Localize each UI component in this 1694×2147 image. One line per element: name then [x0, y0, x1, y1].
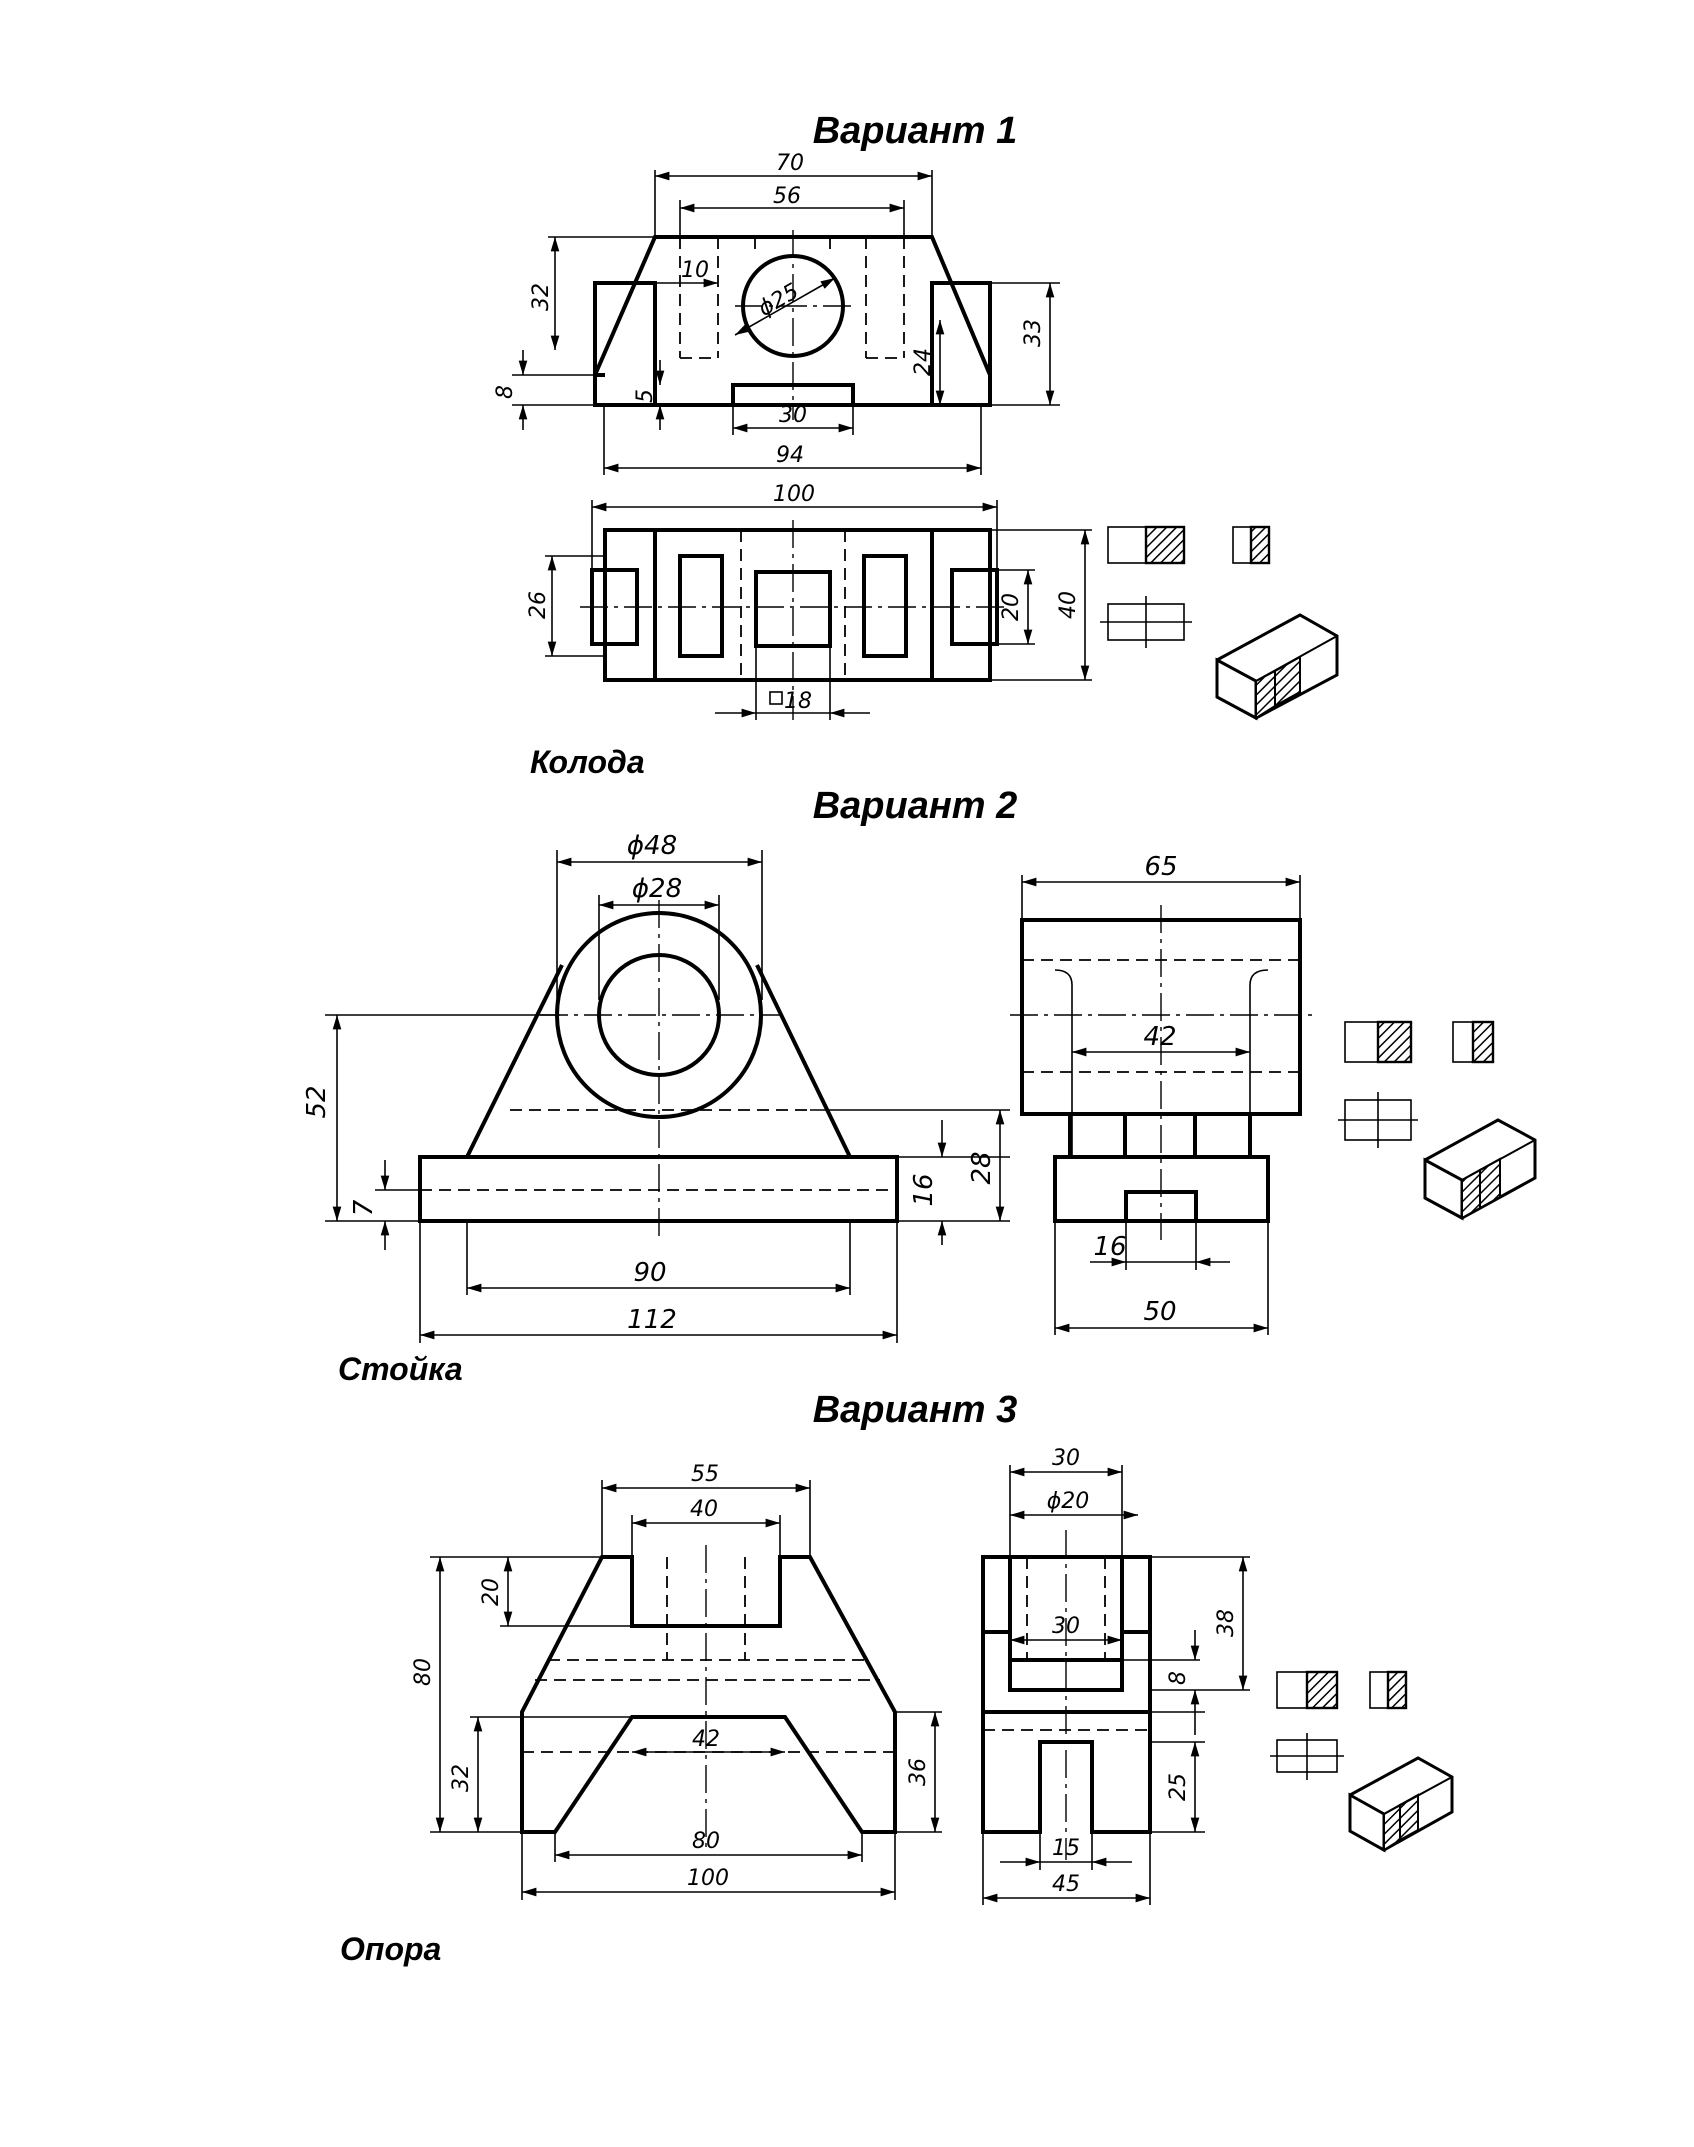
- v2-dim-7: 7: [349, 1199, 379, 1216]
- v1-dim-26: 26: [526, 591, 551, 619]
- variant-2-heading: Вариант 2: [813, 785, 1018, 827]
- v3-dim-55: 55: [691, 1462, 719, 1487]
- v2-section-icons: [1338, 1020, 1537, 1221]
- v2-dim-28c: ϕ28: [632, 874, 682, 904]
- v3-dim-30b: 30: [1052, 1614, 1080, 1639]
- v1-dim-94: 94: [776, 443, 804, 468]
- v1-dim-40: 40: [1056, 591, 1081, 619]
- variant-3: Вариант 3 55 40 20 80 32: [340, 1389, 1454, 1967]
- v2-dim-16a: 16: [909, 1173, 939, 1206]
- v2-dim-112: 112: [627, 1305, 677, 1335]
- v3-dim-45: 45: [1052, 1872, 1080, 1897]
- v1-dim-32: 32: [529, 283, 554, 311]
- v3-dim-20c: ϕ20: [1047, 1489, 1090, 1514]
- v1-dim-100: 100: [773, 482, 815, 507]
- v3-dim-80: 80: [692, 1829, 720, 1854]
- v3-dim-8: 8: [1166, 1671, 1191, 1685]
- variant-2-part-name: Стойка: [338, 1351, 463, 1387]
- v3-dim-80v: 80: [411, 1658, 436, 1686]
- v2-dim-48: ϕ48: [627, 831, 677, 861]
- v3-dim-36: 36: [906, 1758, 931, 1786]
- v2-front-view: ϕ48 ϕ28 52 7 16 28 90: [302, 831, 1010, 1343]
- variant-3-part-name: Опора: [340, 1931, 441, 1967]
- v2-dim-90: 90: [633, 1258, 666, 1288]
- v3-front-view: 55 40 20 80 32 36 42 80: [411, 1462, 942, 1900]
- v1-dim-70: 70: [776, 151, 804, 176]
- v1-iso-block-icon: [1215, 613, 1339, 721]
- v1-dim-8: 8: [493, 385, 518, 399]
- v3-dim-15: 15: [1052, 1836, 1080, 1861]
- v2-dim-52: 52: [302, 1085, 332, 1118]
- v1-dim-30: 30: [779, 403, 807, 428]
- v2-dim-65: 65: [1144, 852, 1177, 882]
- v1-dim-18: 18: [784, 689, 812, 714]
- v1-top-view: 100 26 20 40 18: [526, 482, 1092, 720]
- v1-dim-5: 5: [633, 389, 658, 403]
- v3-dim-20: 20: [479, 1578, 504, 1606]
- v2-dim-42: 42: [1143, 1022, 1176, 1052]
- v1-dim-10: 10: [681, 258, 709, 283]
- v3-dim-30a: 30: [1052, 1446, 1080, 1471]
- v1-dim-33: 33: [1021, 319, 1046, 347]
- v1-section-icons: [1100, 525, 1339, 721]
- v2-dim-16b: 16: [1093, 1232, 1126, 1262]
- v2-iso-block-icon: [1423, 1118, 1537, 1221]
- v3-dim-42: 42: [692, 1727, 720, 1752]
- v3-dim-40: 40: [690, 1497, 718, 1522]
- v2-side-view: 65 42 16 50: [1010, 852, 1312, 1335]
- v2-dim-50: 50: [1143, 1297, 1176, 1327]
- v3-dim-38: 38: [1214, 1609, 1239, 1637]
- variant-3-heading: Вариант 3: [813, 1389, 1018, 1431]
- v1-front-view: 70 56 10 ϕ25 32 33 24 8 5: [493, 151, 1060, 475]
- v1-dim-24: 24: [911, 348, 936, 376]
- v3-dim-25: 25: [1166, 1773, 1191, 1801]
- v3-section-icons: [1270, 1670, 1454, 1853]
- variant-2: Вариант 2 ϕ48 ϕ28 52 7: [302, 785, 1537, 1387]
- v1-dim-56: 56: [773, 184, 801, 209]
- v1-dim-20: 20: [999, 593, 1024, 621]
- v3-side-view: 30 ϕ20 30 38 8 25 15: [981, 1446, 1250, 1905]
- v1-dim-25: ϕ25: [754, 279, 803, 322]
- v3-dim-32: 32: [449, 1764, 474, 1792]
- v3-dim-100: 100: [687, 1866, 729, 1891]
- variant-1-heading: Вариант 1: [813, 110, 1018, 152]
- variant-1-part-name: Колода: [530, 744, 645, 780]
- v2-dim-28: 28: [967, 1151, 997, 1184]
- v3-iso-block-icon: [1348, 1756, 1454, 1853]
- variant-1: Вариант 1 70 56: [493, 110, 1339, 780]
